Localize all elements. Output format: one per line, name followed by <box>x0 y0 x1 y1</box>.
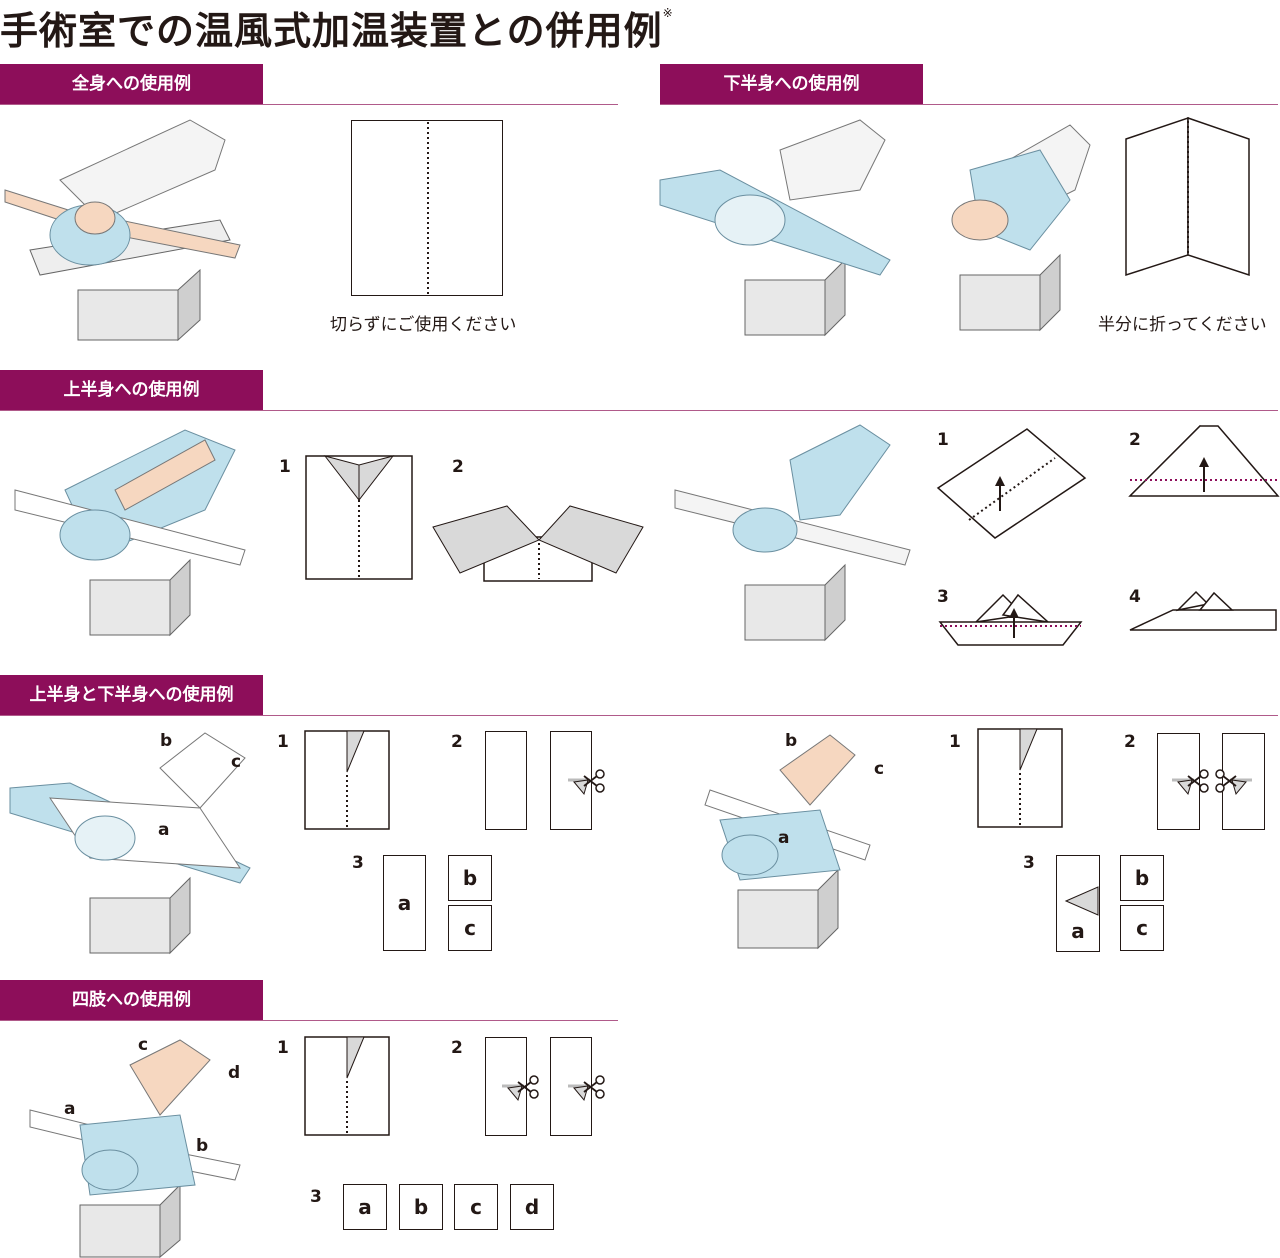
section-whole-label: 全身への使用例 <box>0 64 263 104</box>
step-number: 3 <box>1023 853 1035 873</box>
scissors-icon <box>1215 769 1252 796</box>
piece-label: a <box>1071 919 1085 943</box>
step-number: 2 <box>451 1038 463 1058</box>
step-number: 3 <box>310 1187 322 1207</box>
piece-d: d <box>510 1184 554 1230</box>
fold-line <box>427 122 429 294</box>
piece-label: b <box>413 1195 429 1219</box>
piece-label: c <box>1136 916 1148 940</box>
step-number: 1 <box>279 457 291 477</box>
piece-a: a <box>383 855 426 951</box>
fold-sheet-step1 <box>305 455 413 580</box>
strip-sheet <box>485 731 527 830</box>
section-rule <box>0 1020 618 1021</box>
step-number: 3 <box>937 587 949 607</box>
piece-label: c <box>470 1195 482 1219</box>
label-a: a <box>778 828 790 848</box>
strip-sheet <box>1222 733 1265 830</box>
fold-sheet-step2 <box>1128 424 1280 497</box>
piece-b: b <box>399 1184 443 1230</box>
piece-label: b <box>462 866 478 890</box>
section-rule <box>0 410 1278 411</box>
label-a: a <box>158 820 170 840</box>
section-rule <box>660 104 1278 105</box>
title-note: ※ <box>662 6 674 20</box>
section-upperlower-label: 上半身と下半身への使用例 <box>0 675 263 715</box>
piece-c: c <box>454 1184 498 1230</box>
fold-sheet-step1 <box>304 1036 390 1136</box>
scissors-icon <box>1172 769 1209 796</box>
patient-illustration <box>674 424 911 642</box>
label-c: c <box>231 752 242 772</box>
patient-illustration <box>29 1039 241 1258</box>
section-limbs-label: 四肢への使用例 <box>0 980 263 1020</box>
piece-b: b <box>1120 855 1164 901</box>
step-number: 1 <box>949 732 961 752</box>
piece-label: a <box>397 891 412 915</box>
section-lower-label: 下半身への使用例 <box>660 64 923 104</box>
step-number: 2 <box>451 732 463 752</box>
step-number: 2 <box>1129 430 1141 450</box>
step-number: 1 <box>937 430 949 450</box>
fold-sheet-step1 <box>936 428 1087 539</box>
fold-sheet-step3 <box>938 593 1083 646</box>
step-number: 4 <box>1129 587 1141 607</box>
label-c: c <box>138 1035 149 1055</box>
page-title: 手術室での温風式加温装置との併用例※ <box>0 0 674 55</box>
label-d: d <box>228 1063 241 1083</box>
piece-label: b <box>1134 866 1150 890</box>
piece-label: c <box>464 916 476 940</box>
piece-label: a <box>358 1195 372 1219</box>
piece-c: c <box>448 905 492 951</box>
step-number: 2 <box>1124 732 1136 752</box>
patient-illustration <box>659 119 891 337</box>
step-number: 1 <box>277 1038 289 1058</box>
patient-illustration <box>14 429 246 637</box>
caption-lower: 半分に折ってください <box>1098 315 1267 335</box>
folded-sheet-lower <box>1125 116 1250 277</box>
fold-sheet-step4 <box>1129 590 1277 631</box>
fold-sheet-step1 <box>977 728 1063 828</box>
scissors-icon <box>568 769 605 796</box>
step-number: 3 <box>352 853 364 873</box>
piece-b: b <box>448 855 492 901</box>
section-upper-label: 上半身への使用例 <box>0 370 263 410</box>
label-a: a <box>64 1099 76 1119</box>
section-rule <box>0 104 618 105</box>
piece-label: d <box>524 1195 540 1219</box>
label-b: b <box>785 731 798 751</box>
patient-illustration <box>704 734 871 950</box>
scissors-icon <box>502 1075 539 1102</box>
fold-flap <box>1064 886 1099 916</box>
piece-a: a <box>343 1184 387 1230</box>
title-text: 手術室での温風式加温装置との併用例 <box>0 9 663 53</box>
step-number: 2 <box>452 457 464 477</box>
section-rule <box>0 715 1278 716</box>
patient-illustration <box>951 124 1091 332</box>
label-b: b <box>196 1136 209 1156</box>
caption-whole: 切らずにご使用ください <box>330 315 517 335</box>
piece-c: c <box>1120 905 1164 951</box>
scissors-icon <box>568 1075 605 1102</box>
fold-sheet-step1 <box>304 730 390 830</box>
label-b: b <box>160 731 173 751</box>
step-number: 1 <box>277 732 289 752</box>
patient-illustration <box>9 732 251 955</box>
fold-sheet-step2 <box>432 505 644 582</box>
patient-illustration <box>4 119 241 342</box>
label-c: c <box>874 759 885 779</box>
